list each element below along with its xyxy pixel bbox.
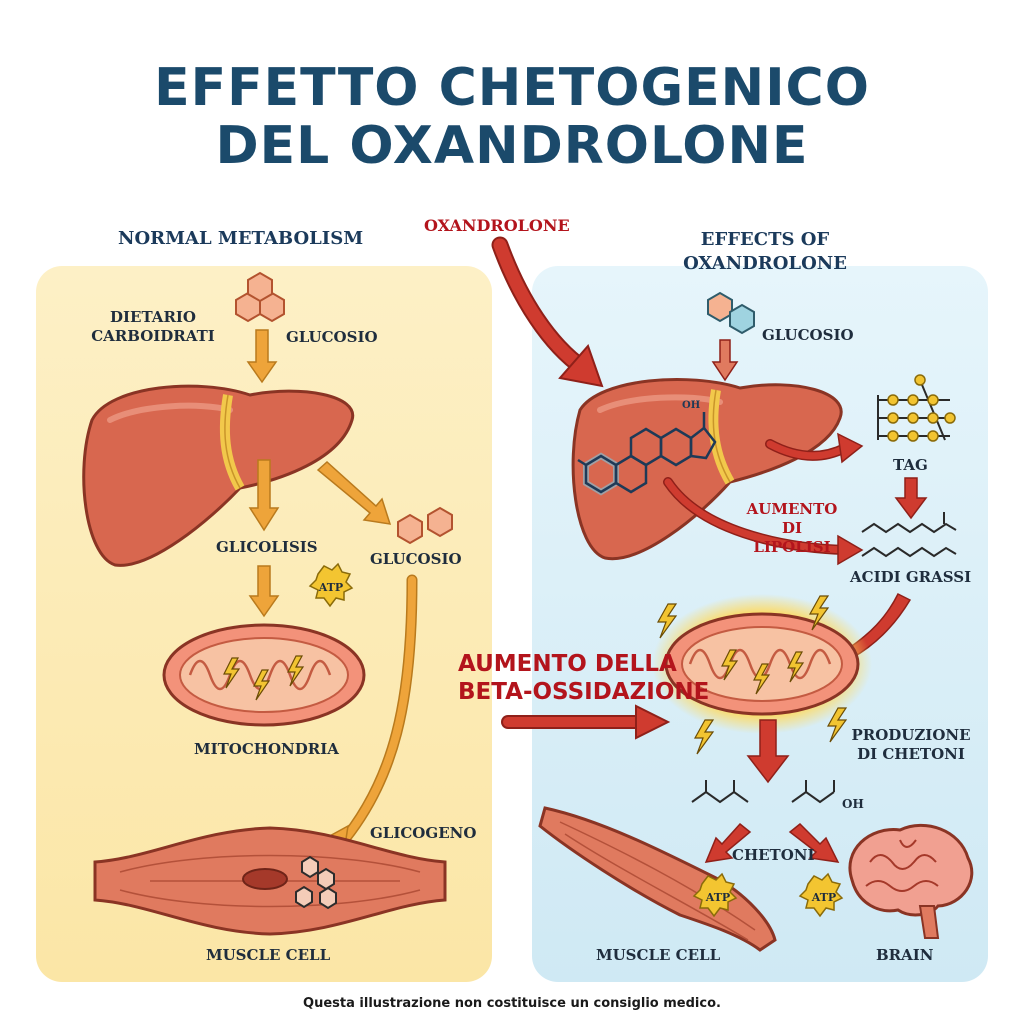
tag-label: TAG: [893, 456, 928, 474]
steroid-oh-label: OH: [682, 400, 701, 411]
glucose-label-right: GLUCOSIO: [762, 326, 854, 344]
steroid-structure: [577, 412, 717, 496]
ketone-oh-label: OH: [842, 797, 864, 811]
brain-label: BRAIN: [876, 946, 934, 964]
arrow-liver-to-glycolysis: [248, 459, 280, 532]
atp-badge-muscle: [692, 872, 738, 918]
oxandrolone-label: OXANDROLONE: [424, 216, 570, 235]
atp-text-left: ATP: [318, 581, 344, 594]
beta-oxidation-label: AUMENTO DELLA BETA-OSSIDAZIONE: [458, 650, 709, 706]
brain-illustration: [848, 823, 974, 939]
mitochondria-left: [162, 623, 366, 727]
title-line-2: DEL OXANDROLONE: [215, 116, 809, 176]
muscle-cell-right: [538, 806, 777, 952]
right-panel-header-line-1: EFFECTS OF: [700, 229, 830, 250]
liver-left: [82, 384, 355, 567]
left-panel-header: NORMAL METABOLISM: [118, 228, 364, 249]
glucose-label-mid: GLUCOSIO: [370, 550, 462, 568]
lipolysis-label: AUMENTO DI LIPOLISI: [736, 500, 848, 557]
dietary-carbs-label-line-2: CARBOIDRATI: [91, 327, 215, 345]
tag-molecule: [877, 374, 956, 442]
ketone-structures: [691, 780, 835, 804]
lipolysis-label-line-1: AUMENTO DI: [746, 500, 838, 537]
glycolysis-label: GLICOLISIS: [216, 538, 318, 556]
atp-badge-left: [308, 562, 354, 608]
arrow-glucose-right: [711, 339, 739, 382]
arrow-liver-to-glucose: [316, 460, 392, 525]
fatty-acid-chains: [861, 512, 957, 558]
ketone-production-label-line-1: PRODUZIONE: [851, 726, 971, 744]
fatty-acids-label: ACIDI GRASSI: [850, 568, 972, 586]
atp-badge-brain: [798, 872, 844, 918]
glucose-hexagons-left: [235, 271, 285, 323]
right-panel-header: EFFECTS OF OXANDROLONE: [660, 228, 870, 276]
beta-oxidation-label-line-2: BETA-OSSIDAZIONE: [458, 679, 710, 705]
arrow-mito-to-ketones: [746, 719, 790, 784]
glucose-hexagons-mid: [397, 506, 453, 545]
beta-oxidation-label-line-1: AUMENTO DELLA: [458, 651, 677, 677]
arrow-glycolysis-to-mito: [248, 565, 280, 618]
muscle-cell-label-right: MUSCLE CELL: [596, 946, 721, 964]
atp-text-muscle: ATP: [705, 891, 731, 904]
atp-text-brain: ATP: [811, 891, 837, 904]
dietary-carbs-label: DIETARIO CARBOIDRATI: [88, 308, 218, 346]
dietary-carbs-label-line-1: DIETARIO: [110, 308, 196, 326]
mitochondria-label: MITOCHONDRIA: [194, 740, 339, 758]
arrow-ketones-to-muscle: [704, 822, 752, 863]
arrow-carbs-to-liver: [246, 329, 278, 384]
title-line-1: EFFETTO CHETOGENICO: [154, 58, 870, 118]
glucose-label-left: GLUCOSIO: [286, 328, 378, 346]
right-panel-header-line-2: OXANDROLONE: [683, 253, 847, 274]
lipolysis-label-line-2: LIPOLISI: [753, 538, 831, 556]
arrow-ketones-to-brain: [788, 822, 840, 863]
arrow-tag-to-fatty-acids: [894, 477, 928, 520]
glucose-hexagons-right: [707, 291, 755, 335]
liver-right: [571, 377, 843, 561]
ketone-production-label-line-2: DI CHETONI: [857, 745, 965, 763]
muscle-cell-label-left: MUSCLE CELL: [206, 946, 331, 964]
mitochondria-right: [652, 594, 872, 755]
glycogen-label: GLICOGENO: [370, 824, 477, 842]
ketones-label: CHETONI: [732, 846, 815, 864]
ketone-production-label: PRODUZIONE DI CHETONI: [846, 726, 976, 764]
disclaimer-footer: Questa illustrazione non costituisce un …: [303, 996, 721, 1011]
muscle-cell-left: [93, 826, 447, 936]
